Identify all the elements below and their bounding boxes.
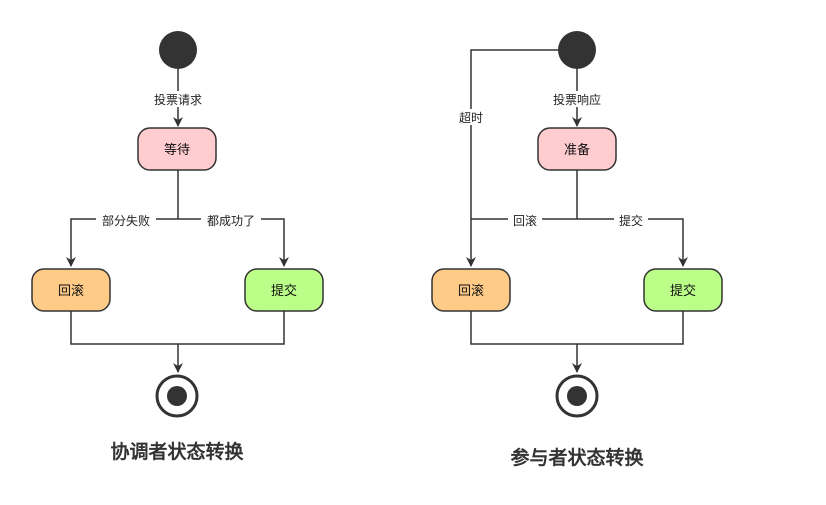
coordinator-rollback-label: 回滚 — [58, 283, 84, 299]
participant-label-commit: 提交 — [619, 213, 643, 228]
coordinator-label-partial-fail: 部分失败 — [102, 213, 150, 228]
participant-title: 参与者状态转换 — [510, 446, 644, 469]
coordinator-title: 协调者状态转换 — [110, 440, 244, 463]
coordinator-label-vote-request: 投票请求 — [154, 92, 202, 107]
coordinator-edge-merge — [70, 311, 285, 345]
participant-rollback-label: 回滚 — [458, 283, 484, 299]
coordinator-end-node-core — [167, 386, 187, 406]
coordinator-commit-label: 提交 — [271, 283, 297, 299]
participant-end-node-core — [567, 386, 587, 406]
participant-diagram: 投票响应 超时 准备 回滚 提交 回滚 提交 参与者状态转换 — [431, 31, 723, 469]
coordinator-start-node — [159, 31, 197, 69]
participant-edge-ready-commit — [577, 218, 688, 267]
participant-label-rollback: 回滚 — [513, 213, 537, 228]
participant-edge-merge — [470, 311, 684, 345]
participant-label-timeout: 超时 — [459, 110, 483, 125]
participant-edge-timeout — [466, 49, 558, 267]
participant-ready-label: 准备 — [564, 142, 590, 158]
participant-label-vote-response: 投票响应 — [553, 92, 601, 107]
coordinator-label-all-success: 都成功了 — [207, 214, 255, 228]
participant-start-node — [558, 31, 596, 69]
participant-commit-label: 提交 — [670, 283, 696, 299]
coordinator-wait-label: 等待 — [164, 142, 190, 158]
coordinator-wait-node — [137, 127, 217, 171]
coordinator-diagram: 投票请求 等待 部分失败 都成功了 回滚 提交 协调者状态转换 — [31, 31, 324, 463]
